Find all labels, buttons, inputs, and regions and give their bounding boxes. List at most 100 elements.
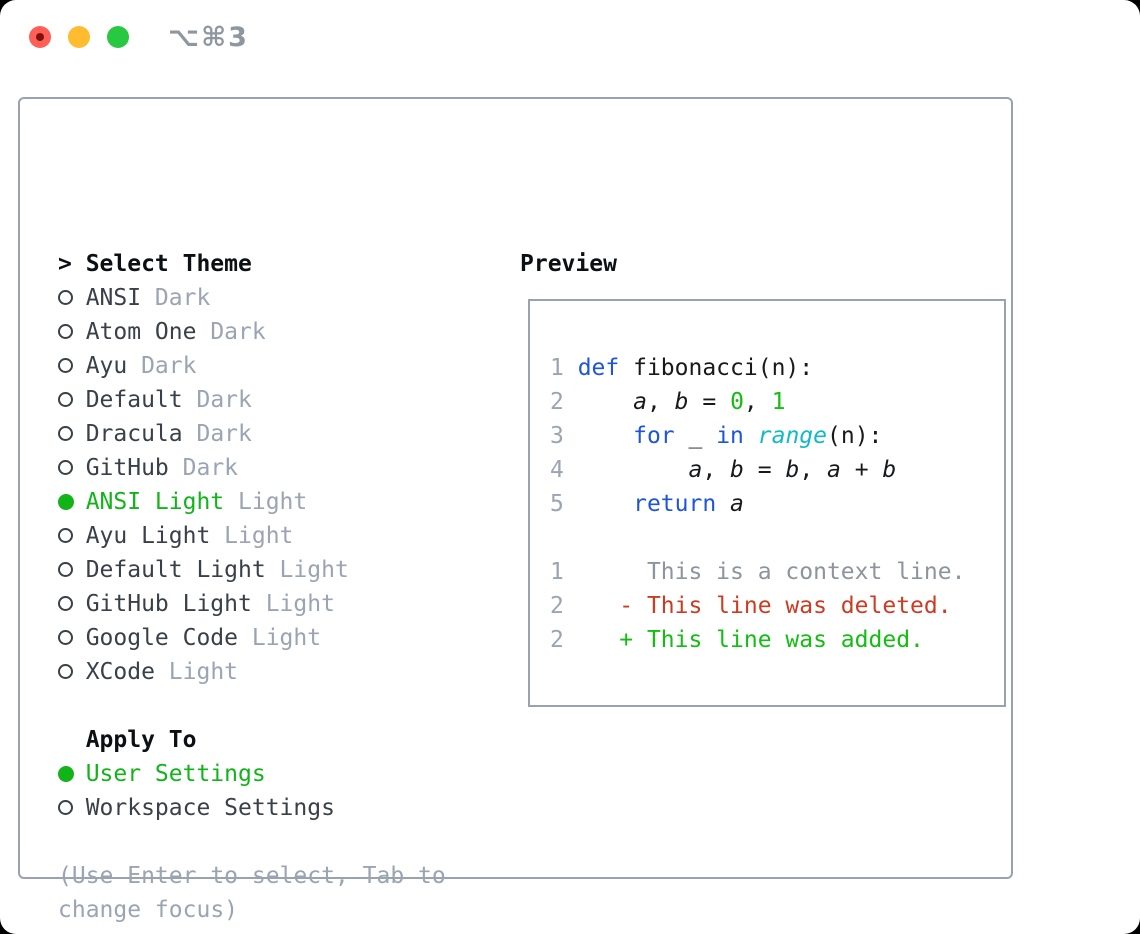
option-label: Workspace Settings xyxy=(85,795,335,821)
option-label: Default Light xyxy=(85,557,266,583)
radio-icon xyxy=(58,630,73,645)
code-segment: (n): xyxy=(827,423,883,449)
apply-to-header: Apply To xyxy=(58,723,335,757)
code-segment: This is a context line. xyxy=(577,559,966,585)
option-label: Atom One xyxy=(85,319,197,345)
radio-icon xyxy=(58,426,73,441)
code-segment: 0 xyxy=(730,389,744,415)
code-segment: - This line was deleted. xyxy=(577,593,952,619)
code-segment xyxy=(578,457,689,483)
code-line: 1 def fibonacci(n): xyxy=(550,351,990,385)
code-line: 3 for _ in range(n): xyxy=(550,419,990,453)
option-label: Ayu xyxy=(85,353,128,379)
code-segment: a xyxy=(633,389,647,415)
code-line: 5 return a xyxy=(550,487,990,521)
zoom-button[interactable] xyxy=(107,26,129,48)
theme-option[interactable]: ANSI Light Light xyxy=(58,485,349,519)
option-variant-label: Light xyxy=(238,625,322,651)
code-segment: a xyxy=(730,491,744,517)
code-line: 2 + This line was added. xyxy=(550,623,990,657)
option-variant-label: Dark xyxy=(182,387,252,413)
line-number: 2 xyxy=(550,593,564,619)
radio-icon xyxy=(58,596,73,611)
theme-option[interactable]: GitHub Dark xyxy=(58,451,349,485)
code-line: 2 a, b = 0, 1 xyxy=(550,385,990,419)
option-variant-label: Dark xyxy=(168,455,239,481)
option-variant-label: Dark xyxy=(127,353,197,379)
theme-option[interactable]: GitHub Light Light xyxy=(58,587,349,621)
theme-option[interactable]: Google Code Light xyxy=(58,621,349,655)
option-variant-label: Dark xyxy=(141,285,211,311)
radio-icon xyxy=(58,290,73,305)
option-label: User Settings xyxy=(85,761,266,787)
code-line: 1 This is a context line. xyxy=(550,555,990,589)
apply-to-title: Apply To xyxy=(85,727,197,753)
preview-title: Preview xyxy=(520,251,617,277)
code-segment: def xyxy=(577,355,620,381)
option-variant-label: Dark xyxy=(196,319,266,345)
theme-option[interactable]: ANSI Dark xyxy=(58,281,349,315)
theme-option[interactable]: Atom One Dark xyxy=(58,315,349,349)
option-label: ANSI xyxy=(85,285,142,311)
code-segment: , xyxy=(799,457,828,483)
line-number: 4 xyxy=(550,457,564,483)
option-label: XCode xyxy=(85,659,155,685)
code-segment: _ xyxy=(674,423,717,449)
code-segment xyxy=(578,423,633,449)
option-label: Dracula xyxy=(85,421,183,447)
theme-option[interactable]: Ayu Dark xyxy=(58,349,349,383)
code-segment: a xyxy=(688,457,703,483)
code-segment: , xyxy=(743,389,772,415)
radio-icon xyxy=(58,800,73,815)
code-segment: in xyxy=(716,423,744,449)
option-variant-label: Light xyxy=(251,591,335,617)
code-segment xyxy=(716,491,730,517)
radio-icon xyxy=(58,358,73,373)
minimize-button[interactable] xyxy=(68,26,90,48)
option-label: Default xyxy=(85,387,183,413)
keyboard-hint: (Use Enter to select, Tab to change focu… xyxy=(58,863,446,923)
line-number: 1 xyxy=(550,559,564,585)
theme-option[interactable]: Ayu Light Light xyxy=(58,519,349,553)
option-variant-label: Dark xyxy=(182,421,252,447)
apply-option[interactable]: Workspace Settings xyxy=(58,791,335,825)
code-segment: b xyxy=(882,457,897,483)
radio-selected-icon xyxy=(58,494,74,510)
theme-option[interactable]: Default Dark xyxy=(58,383,349,417)
theme-option[interactable]: Default Light Light xyxy=(58,553,349,587)
window-title: ⌥⌘3 xyxy=(168,22,249,53)
option-label: GitHub Light xyxy=(85,591,252,617)
radio-icon xyxy=(58,392,73,407)
code-segment: for xyxy=(633,423,675,449)
code-segment: return xyxy=(633,491,717,517)
code-segment: a xyxy=(827,457,841,483)
code-segment: b xyxy=(785,457,800,483)
line-number: 5 xyxy=(550,491,564,517)
radio-selected-icon xyxy=(58,766,74,782)
code-segment: b xyxy=(674,389,689,415)
option-label: GitHub xyxy=(85,455,169,481)
option-label: Google Code xyxy=(85,625,239,651)
apply-option[interactable]: User Settings xyxy=(58,757,335,791)
option-label: Ayu Light xyxy=(85,523,211,549)
cursor-icon: > xyxy=(58,251,72,277)
line-number: 2 xyxy=(550,627,564,653)
code-line: 4 a, b = b, a + b xyxy=(550,453,990,487)
titlebar: ⌥⌘3 xyxy=(0,0,1140,74)
close-button[interactable] xyxy=(29,26,51,48)
code-segment: , xyxy=(702,457,731,483)
code-segment: b xyxy=(730,457,744,483)
theme-option[interactable]: XCode Light xyxy=(58,655,349,689)
option-variant-label: Light xyxy=(265,557,349,583)
radio-icon xyxy=(58,324,73,339)
radio-icon xyxy=(58,562,73,577)
code-segment xyxy=(578,491,633,517)
code-segment: range xyxy=(757,423,827,449)
theme-list-title: Select Theme xyxy=(85,251,252,277)
code-line: 2 - This line was deleted. xyxy=(550,589,990,623)
theme-option[interactable]: Dracula Dark xyxy=(58,417,349,451)
